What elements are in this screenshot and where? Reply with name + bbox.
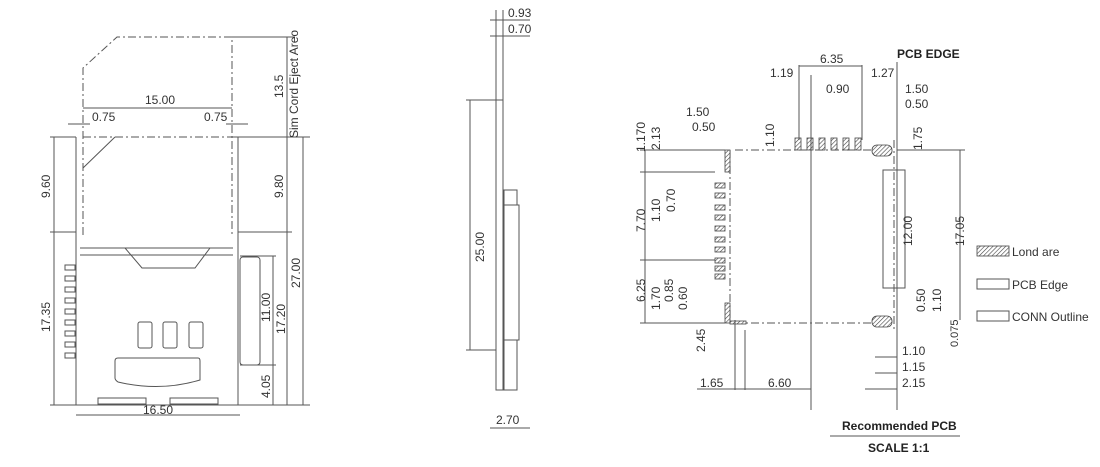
pcb-title: Recommended PCB <box>842 419 957 433</box>
legend-swatch-land-area <box>976 245 1010 257</box>
contact-window <box>162 321 178 349</box>
dim-1-10-left: 1.10 <box>649 198 663 222</box>
side-spring <box>239 256 261 366</box>
side-connector <box>503 204 520 341</box>
top-pad-row <box>794 137 862 151</box>
dim-0-75-left: 0.75 <box>92 110 116 124</box>
oval-pad <box>871 315 893 328</box>
dim-1-50-right: 1.50 <box>905 82 929 96</box>
pcb-edge-label: PCB EDGE <box>897 47 960 61</box>
dim-11-00: 11.00 <box>259 293 273 322</box>
side-view: 0.93 0.70 25.00 2.70 <box>466 6 532 429</box>
dim-1-65: 1.65 <box>700 376 724 390</box>
dim-16-50: 16.50 <box>143 403 173 417</box>
dim-0-50-right: 0.50 <box>905 97 929 111</box>
dim-1-19: 1.19 <box>770 66 794 80</box>
legend-label-land-area: Lond are <box>1012 245 1060 259</box>
oval-pad <box>871 144 893 157</box>
legend-label-conn-outline: CONN Outline <box>1012 310 1089 324</box>
dim-9-60: 9.60 <box>39 174 53 198</box>
legend: Lond are PCB Edge CONN Outline <box>976 245 1089 324</box>
dim-6-60: 6.60 <box>768 376 792 390</box>
contact-pins-left <box>64 264 76 359</box>
dim-0-60: 0.60 <box>676 286 690 310</box>
dim-17-35: 17.35 <box>39 302 53 332</box>
dim-1-15: 1.15 <box>902 360 926 374</box>
dim-17-20: 17.20 <box>274 304 288 334</box>
dim-12-00: 12.00 <box>901 216 915 246</box>
dim-25-00: 25.00 <box>473 232 487 262</box>
dim-9-80: 9.80 <box>272 174 286 198</box>
dim-0-50-left: 0.50 <box>692 120 716 134</box>
dim-1-10-bottom: 1.10 <box>902 344 926 358</box>
dim-0-50-lower: 0.50 <box>914 288 928 312</box>
card-stop-notch <box>80 247 233 269</box>
top-view-sim-holder: 15.00 0.75 0.75 13.5 Sim Cord Eject Areo… <box>39 30 310 417</box>
legend-swatch-conn-outline <box>976 310 1010 322</box>
dim-2-70: 2.70 <box>496 413 520 427</box>
dim-7-70: 7.70 <box>634 208 648 232</box>
dim-1-27: 1.27 <box>871 66 895 80</box>
dim-4-05: 4.05 <box>259 374 273 398</box>
dim-1-75: 1.75 <box>911 126 925 150</box>
dim-13-5: 13.5 <box>272 74 286 98</box>
bottom-rail <box>169 397 219 405</box>
dim-2-13: 2.13 <box>649 126 663 150</box>
dim-0-075: 0.075 <box>949 319 961 347</box>
dim-0-85: 0.85 <box>662 278 676 302</box>
card-detect-pad <box>114 357 201 387</box>
side-body <box>495 99 504 391</box>
dim-0-75-right: 0.75 <box>204 110 228 124</box>
dim-1-170: 1.170 <box>634 122 648 152</box>
eject-area-outline <box>82 36 233 235</box>
dim-0-70-left: 0.70 <box>664 188 678 212</box>
dim-1-10-top: 1.10 <box>763 123 777 147</box>
contact-window <box>188 321 204 349</box>
dim-6-25: 6.25 <box>634 278 648 302</box>
legend-swatch-pcb-edge <box>976 278 1010 290</box>
pcb-scale: SCALE 1:1 <box>868 441 930 455</box>
dim-15-00: 15.00 <box>145 93 175 107</box>
dim-6-35: 6.35 <box>820 52 844 66</box>
eject-area-label: Sim Cord Eject Areo <box>287 30 301 138</box>
dim-0-90: 0.90 <box>826 82 850 96</box>
dim-1-70: 1.70 <box>649 286 663 310</box>
dim-1-10-lower: 1.10 <box>930 288 944 312</box>
bottom-rail <box>97 397 147 405</box>
dim-2-15: 2.15 <box>902 376 926 390</box>
dim-2-45: 2.45 <box>694 328 708 352</box>
dim-17-05: 17.05 <box>953 216 967 246</box>
dim-0-70: 0.70 <box>508 22 532 36</box>
contact-window <box>137 321 153 349</box>
dim-27-00: 27.00 <box>289 258 303 288</box>
dim-0-93: 0.93 <box>508 6 532 20</box>
recommended-pcb-layout: PCB EDGE <box>634 47 967 455</box>
dim-1-50-left: 1.50 <box>686 105 710 119</box>
legend-label-pcb-edge: PCB Edge <box>1012 278 1068 292</box>
left-pad-column <box>714 182 726 280</box>
conn-outline-rect <box>882 169 906 289</box>
